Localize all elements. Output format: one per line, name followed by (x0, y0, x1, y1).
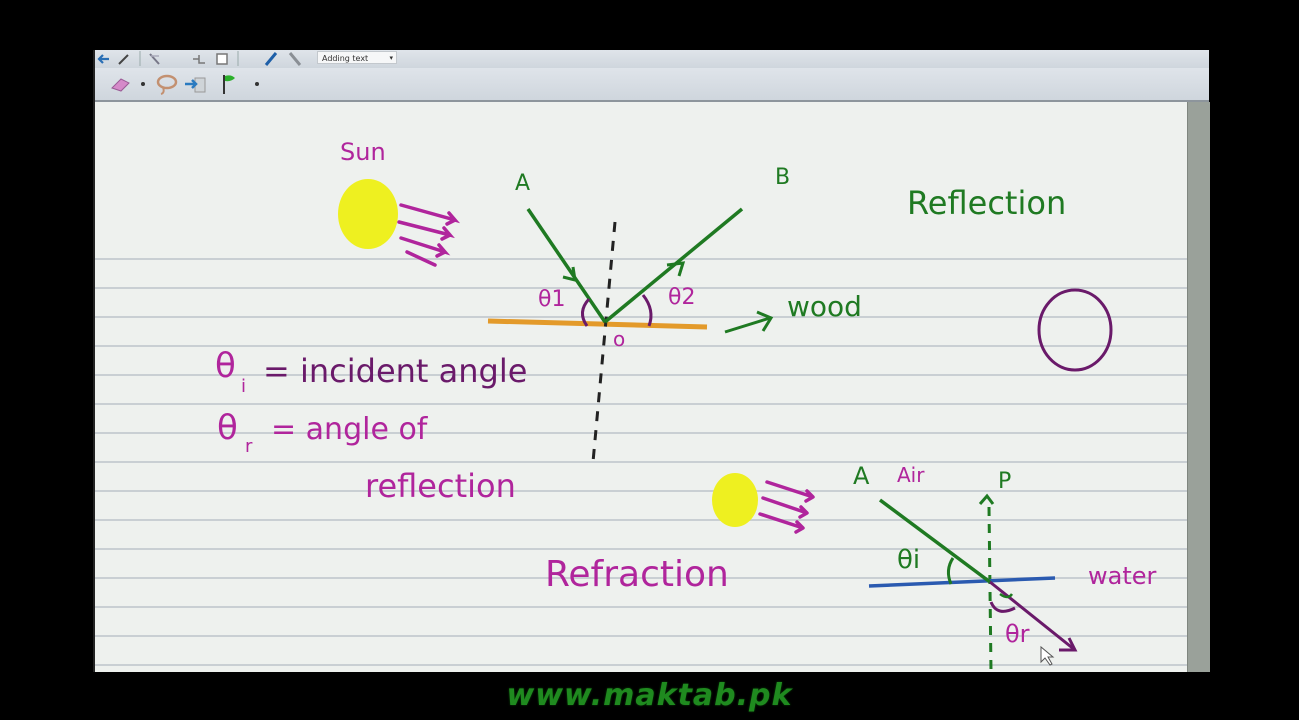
rule-line (95, 635, 1187, 637)
rule-line (95, 374, 1187, 376)
rule-line (95, 432, 1187, 434)
watermark-text: www.maktab.pk (506, 678, 793, 713)
wood-arrow (724, 310, 774, 334)
highlighter-icon[interactable] (287, 51, 303, 67)
point-a-label: A (515, 171, 530, 196)
point-b-label: B (775, 165, 790, 190)
back-arrow-icon[interactable] (97, 52, 111, 66)
rule-line (95, 519, 1187, 521)
incident-angle-arc (946, 557, 955, 585)
reflection-diagram: A B θ1 θ2 o wood (487, 165, 1113, 463)
page-icon[interactable] (147, 52, 163, 66)
sun-drawing: Sun (338, 138, 461, 267)
small-sun-icon (712, 473, 758, 527)
rule-line (95, 577, 1187, 579)
refraction-incident-ray (878, 498, 992, 584)
reflection-angle-definition-line2: reflection (365, 467, 516, 505)
pen-icon[interactable] (117, 52, 131, 66)
notebook-window: Adding text ▾ Sun (93, 50, 1210, 672)
refraction-title: Refraction (545, 554, 729, 595)
origin-label: o (613, 327, 625, 351)
reflection-title: Reflection (907, 184, 1066, 222)
watermark: www.maktab.pk (0, 674, 1299, 720)
eraser-icon[interactable] (109, 74, 133, 94)
note-canvas[interactable]: Sun A B (95, 102, 1187, 672)
angle-1-label: θ1 (538, 287, 565, 312)
refraction-angle-arc (989, 601, 1016, 613)
purple-circle-drawing (1037, 288, 1113, 372)
theta-i-subscript: i (241, 376, 246, 397)
sun-circle-icon (338, 179, 398, 249)
water-label: water (1088, 562, 1157, 590)
water-surface-line (868, 576, 1056, 588)
incident-ray (526, 208, 607, 323)
rule-line (95, 258, 1187, 260)
small-sun-rays-icon (758, 480, 815, 534)
rule-line (95, 287, 1187, 289)
toolbar-row-bottom (95, 68, 1209, 102)
chevron-down-icon: ▾ (389, 54, 393, 62)
angle-arc-2 (641, 294, 653, 327)
insert-page-icon[interactable] (191, 52, 207, 66)
flag-dropdown[interactable] (255, 82, 259, 86)
blue-pen-icon[interactable] (263, 51, 279, 67)
sun-rays-icon (397, 203, 461, 267)
air-label: Air (897, 463, 925, 487)
theta-i-label: θi (897, 545, 920, 575)
incident-angle-definition: = incident angle (263, 352, 527, 390)
separator-icon (139, 51, 142, 66)
blank-page-icon[interactable] (215, 52, 229, 66)
refraction-point-a-label: A (853, 462, 870, 490)
mouse-cursor-icon (1040, 645, 1055, 666)
angle-definitions: θ i = incident angle θ r = angle of refl… (215, 346, 527, 505)
flag-icon[interactable] (219, 72, 241, 96)
normal-dashed-line (591, 221, 617, 463)
rule-line (95, 664, 1187, 666)
refraction-diagram: Refraction A Air P θi (545, 462, 1157, 672)
angle-2-label: θ2 (668, 285, 695, 310)
refraction-normal-dashed-line (987, 506, 993, 672)
theta-r-label: θr (1005, 620, 1030, 648)
normal-p-label: P (998, 469, 1011, 494)
ink-layer: Sun A B (215, 138, 1157, 672)
eraser-dropdown[interactable] (141, 82, 145, 86)
reflection-angle-definition-line1: = angle of (271, 412, 429, 447)
toolbar-row-top: Adding text ▾ (95, 50, 1209, 69)
wood-label: wood (787, 290, 862, 323)
rule-line (95, 345, 1187, 347)
rule-line (95, 490, 1187, 492)
rule-line (95, 403, 1187, 405)
rule-line (95, 548, 1187, 550)
vertical-scrollbar[interactable] (1187, 102, 1210, 672)
sun-label: Sun (340, 138, 386, 166)
rule-line (95, 606, 1187, 608)
refracted-ray (989, 580, 1078, 652)
separator-icon (237, 51, 240, 66)
insert-space-icon[interactable] (183, 74, 207, 94)
wood-surface-line (487, 318, 708, 330)
theta-i-symbol: θ (215, 346, 236, 386)
angle-arc-1 (581, 297, 591, 327)
zoom-select[interactable]: Adding text ▾ (317, 51, 397, 64)
zoom-select-value: Adding text (322, 54, 369, 63)
theta-r-symbol: θ (217, 408, 238, 448)
theta-r-subscript: r (245, 436, 253, 457)
rule-line (95, 316, 1187, 318)
lasso-icon[interactable] (155, 73, 181, 95)
rule-line (95, 461, 1187, 463)
